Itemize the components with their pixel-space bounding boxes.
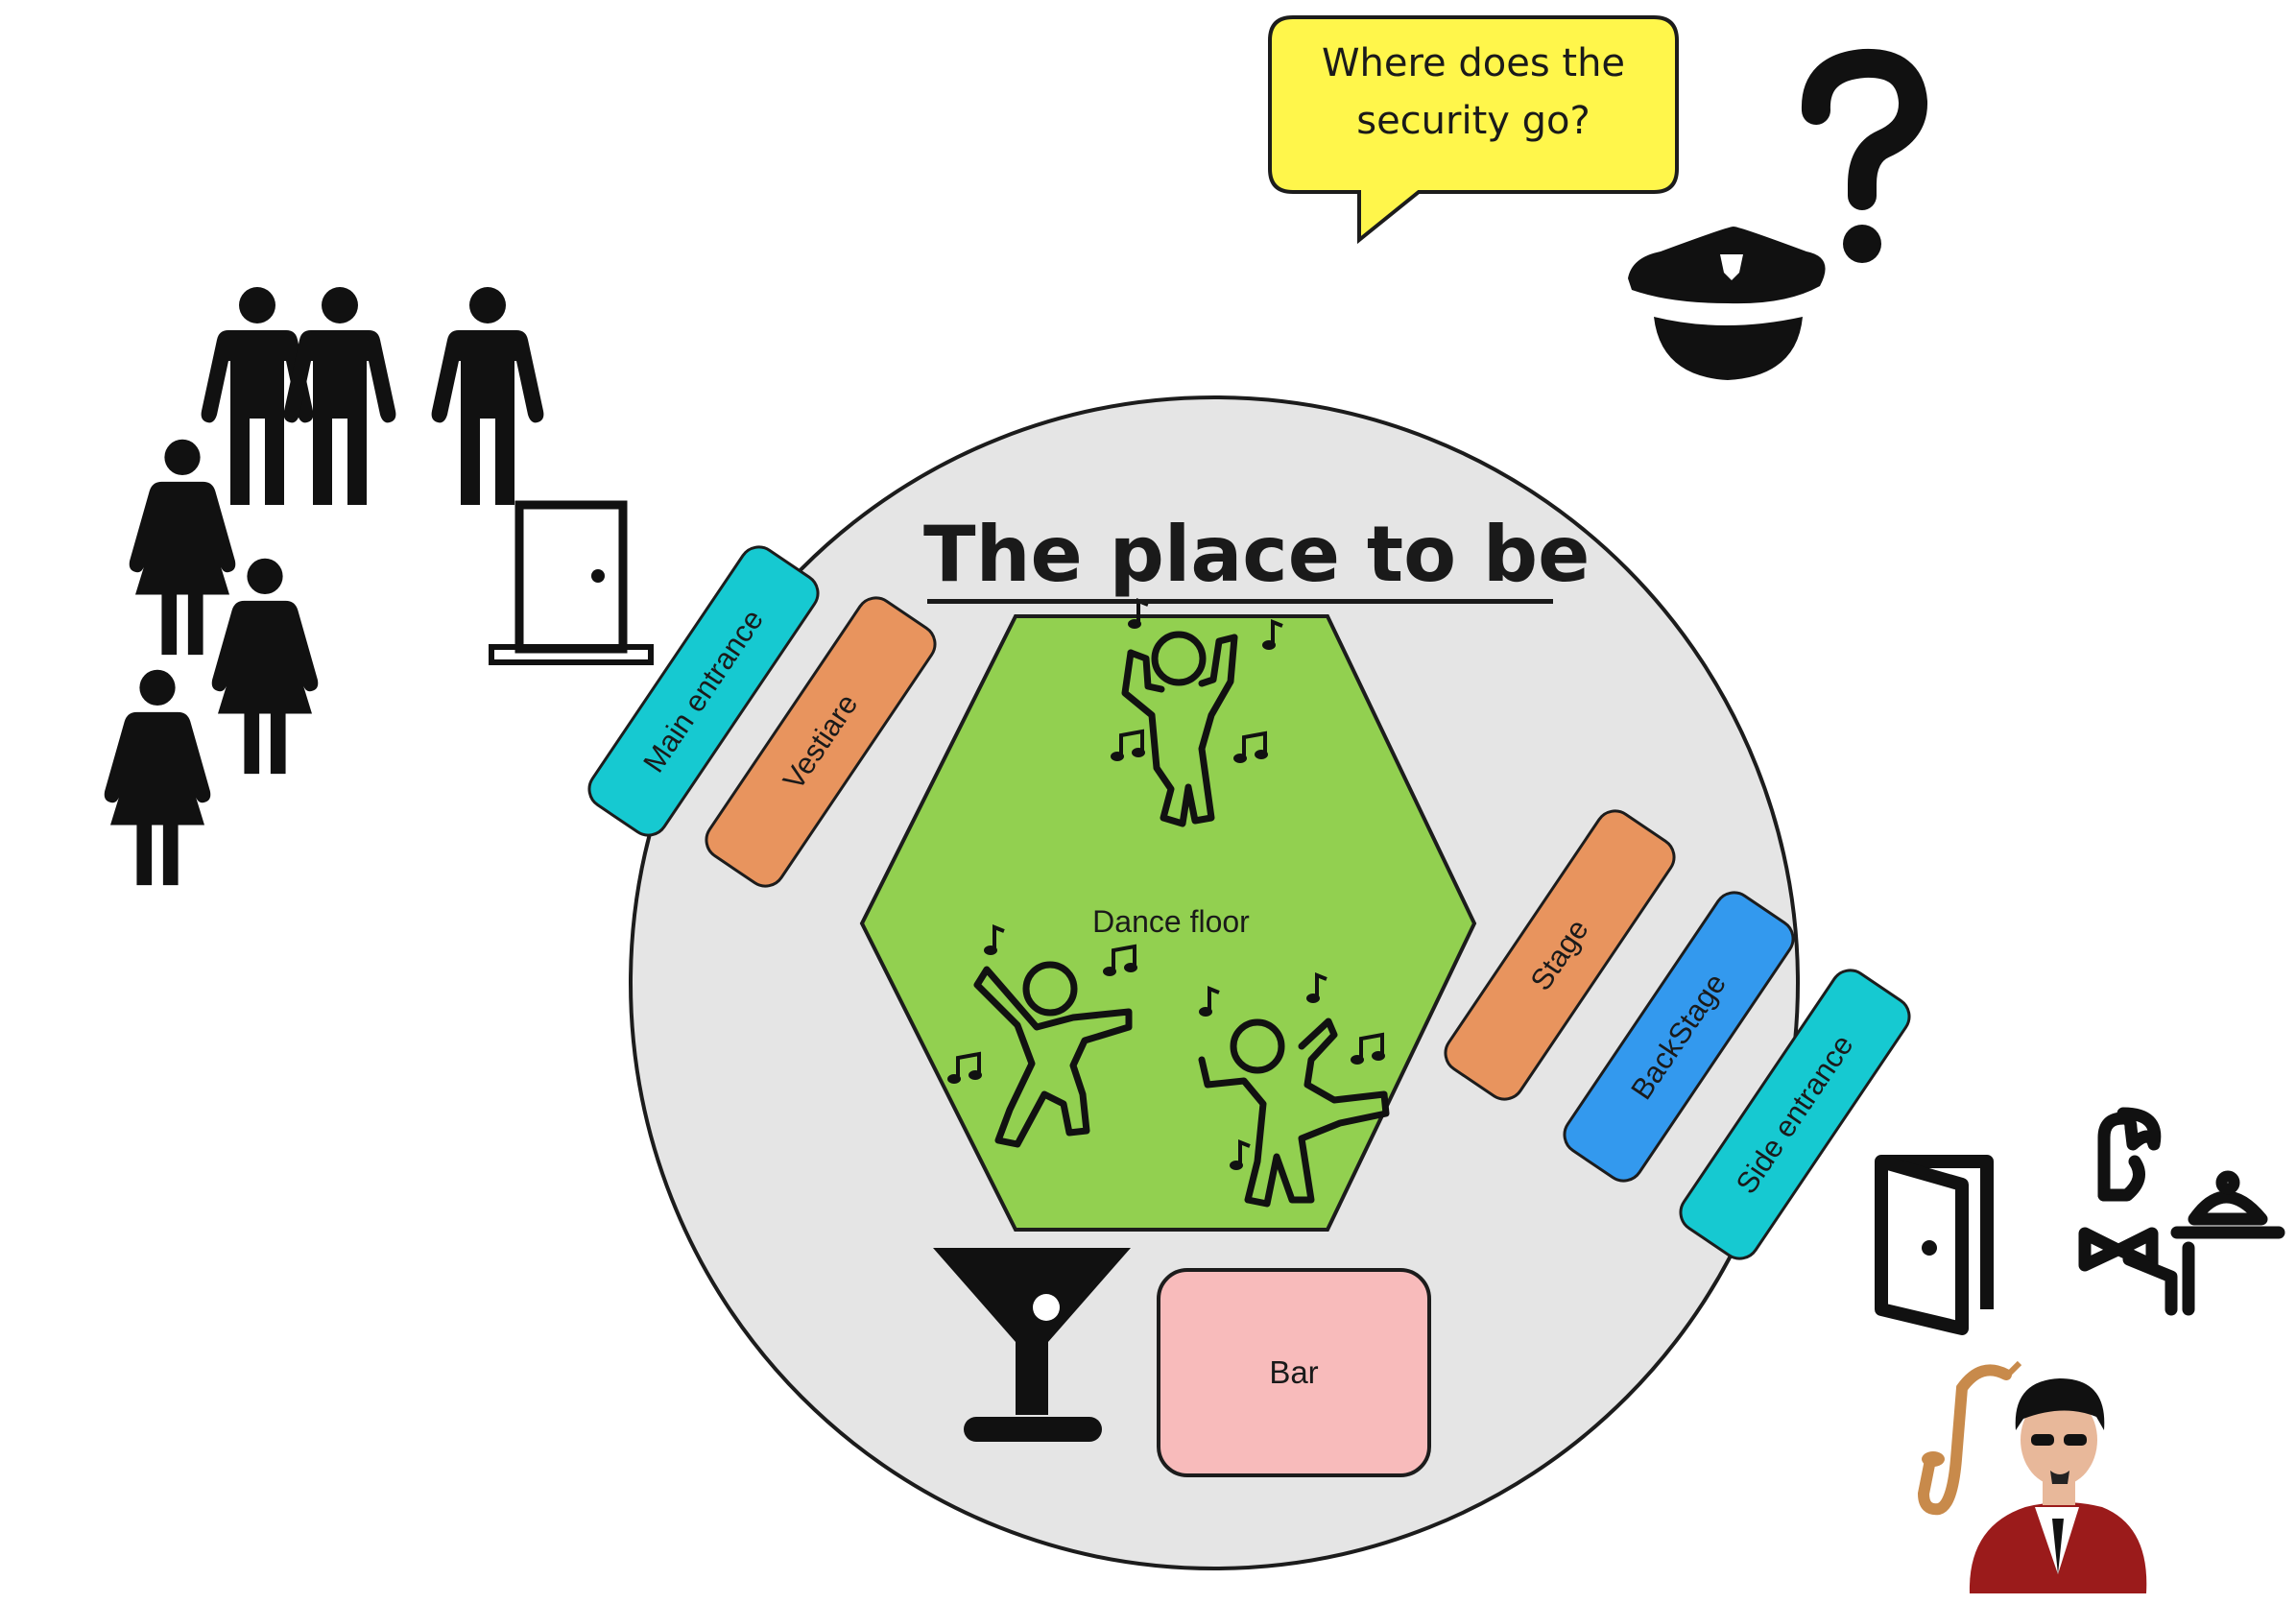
dancer-icon [973,961,1133,1148]
main-entrance-zone [587,545,820,837]
dancer-icon [1121,631,1238,827]
dancer-icon [1198,1017,1390,1208]
martini-glass-icon [933,1248,1131,1442]
bar-zone [1157,1268,1431,1477]
title-underline [927,599,1553,604]
man-icon [431,287,544,505]
dance-floor-area [859,614,1477,1232]
saxophone-player-icon [1917,1360,2147,1593]
waiter-icon [2078,1107,2285,1316]
man-icon [283,287,396,505]
speech-bubble [1268,15,1679,245]
speech-bubble-text: Where does the security go? [1321,41,1626,143]
bar-label: Bar [1269,1354,1319,1390]
woman-icon [104,669,211,886]
question-mark-icon [1801,48,1927,263]
stage-zone [1444,809,1676,1101]
side-entrance-zone [1679,969,1911,1260]
dance-floor-label: Dance floor [1092,904,1250,939]
vestiare-zone [705,596,937,888]
door-icon [489,500,654,665]
woman-icon [129,439,236,656]
backstage-zone [1563,891,1795,1183]
page-title: The place to be [923,510,1590,599]
security-cap-icon [1628,227,1826,380]
open-door-icon [1875,1155,1994,1335]
